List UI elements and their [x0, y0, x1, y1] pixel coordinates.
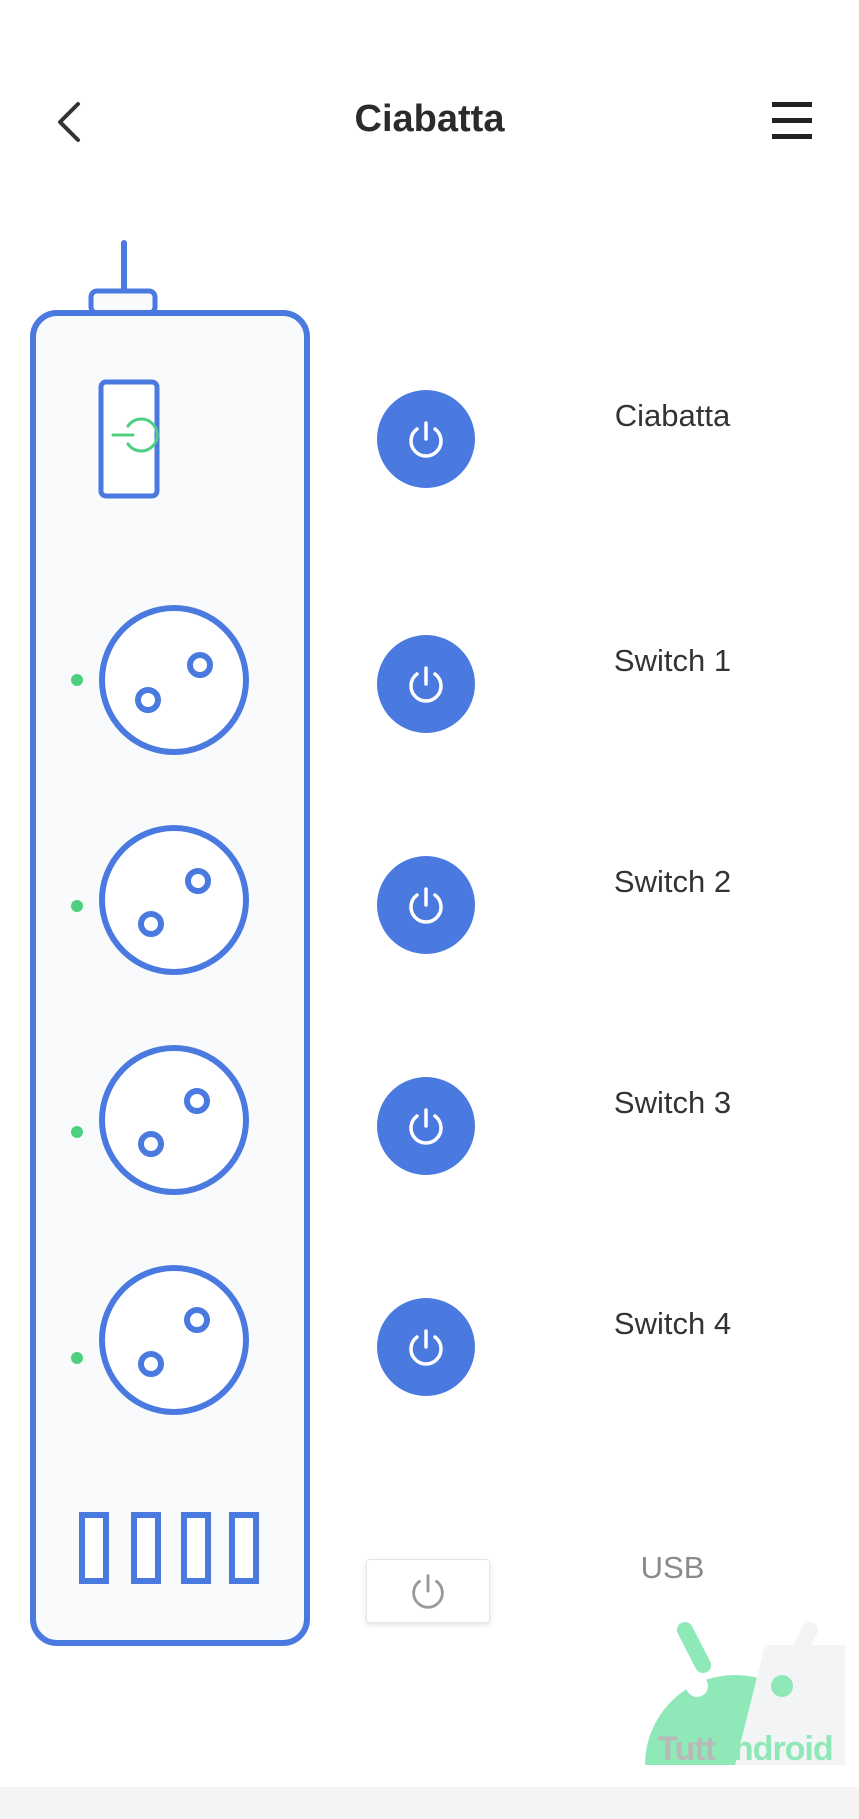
- socket-4: [99, 1265, 249, 1415]
- watermark-text-part2: android: [715, 1730, 834, 1768]
- cord-plug: [88, 288, 158, 316]
- master-switch: [98, 379, 160, 499]
- label-switch-3: Switch 3: [613, 1085, 732, 1120]
- power-strip-illustration: [30, 240, 310, 1646]
- power-icon: [412, 1574, 444, 1609]
- power-button-switch-4[interactable]: [377, 1298, 475, 1396]
- label-ciabatta: Ciabatta: [614, 398, 731, 433]
- socket-2: [99, 825, 249, 975]
- power-button-switch-3[interactable]: [377, 1077, 475, 1175]
- power-icon: [409, 887, 443, 924]
- page-title: Ciabatta: [354, 98, 505, 140]
- label-switch-4: Switch 4: [613, 1306, 732, 1341]
- watermark-text-part1: Tutt: [657, 1730, 716, 1768]
- socket-1: [99, 605, 249, 755]
- back-button[interactable]: [40, 92, 100, 152]
- power-button-switch-1[interactable]: [377, 635, 475, 733]
- power-icon: [409, 1108, 443, 1145]
- tuttandroid-logo: [645, 1622, 845, 1765]
- label-switch-2: Switch 2: [613, 864, 732, 899]
- power-icon: [409, 666, 443, 703]
- switch-on-icon: [111, 417, 159, 453]
- label-switch-1: Switch 1: [613, 643, 732, 678]
- chevron-left-icon: [58, 102, 80, 142]
- label-usb: USB: [640, 1550, 705, 1585]
- socket-1-indicator: [71, 674, 83, 686]
- hamburger-menu-icon: [772, 102, 812, 139]
- socket-4-indicator: [71, 1352, 83, 1364]
- socket-3-indicator: [71, 1126, 83, 1138]
- power-button-ciabatta[interactable]: [377, 390, 475, 488]
- power-button-usb[interactable]: [366, 1559, 490, 1623]
- socket-2-indicator: [71, 900, 83, 912]
- menu-button[interactable]: [764, 96, 820, 148]
- socket-3: [99, 1045, 249, 1195]
- power-icon: [409, 421, 443, 458]
- watermark-text: Tuttandroid: [645, 1730, 845, 1769]
- bottom-bar: [0, 1787, 859, 1819]
- usb-ports: [79, 1512, 259, 1584]
- power-button-switch-2[interactable]: [377, 856, 475, 954]
- power-icon: [409, 1329, 443, 1366]
- strip-body: [30, 310, 310, 1646]
